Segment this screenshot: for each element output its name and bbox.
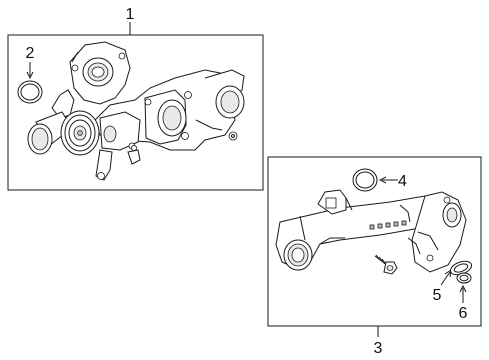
callout-4-label: 4	[398, 173, 407, 190]
water-pump-frame	[7, 34, 264, 191]
pipe-o-ring-inner	[355, 171, 375, 189]
pipe-outlet-port-bore	[446, 207, 458, 223]
pipe-vent-3	[385, 222, 391, 228]
pipe-bracket-rib	[345, 197, 353, 211]
thermostat-bolt-right	[118, 52, 126, 60]
coolant-pipe-group-box	[267, 156, 482, 327]
seal-outer	[456, 272, 472, 284]
lower-sensor-bolt	[130, 144, 137, 151]
pulley-center	[77, 130, 83, 136]
pulley-groove-1	[64, 114, 96, 152]
pulley-groove-2	[68, 119, 92, 147]
thermostat-outlet-inner	[91, 66, 105, 78]
lower-sensor-boss	[127, 149, 141, 165]
callout-5-label: 5	[433, 287, 442, 304]
gasket	[449, 260, 473, 276]
bolt-head-socket	[386, 265, 394, 271]
rear-body-rib	[195, 119, 223, 131]
callout-6-arrowhead	[459, 284, 467, 293]
pump-o-ring	[17, 80, 43, 104]
callout-2: 2	[26, 45, 35, 80]
thermostat-bolt-left	[71, 64, 79, 72]
pipe-tube-edge	[319, 237, 345, 245]
callout-4-arrowhead	[378, 176, 387, 184]
pipe-o-ring	[352, 168, 378, 192]
pipe-inlet-inner	[291, 247, 305, 263]
callout-4: 4	[378, 173, 407, 190]
pipe-upper-rib	[399, 204, 411, 223]
callout-6: 6	[459, 284, 468, 322]
coolant-pipe-assembly	[275, 189, 467, 273]
pump-o-ring-inner	[20, 83, 40, 101]
rear-outlet-bore	[220, 90, 240, 114]
seal-inner	[459, 274, 469, 282]
water-pump-assembly	[27, 41, 245, 181]
callout-2-arrowhead	[26, 71, 34, 80]
callout-5-leader	[440, 271, 451, 286]
housing-bolt-top	[184, 91, 192, 99]
bolt	[374, 254, 398, 275]
bolt-thread	[375, 254, 387, 265]
callout-1: 1	[126, 6, 135, 35]
callout-2-label: 2	[26, 45, 35, 62]
pipe-bracket-slot	[325, 197, 337, 209]
gasket-inner	[453, 263, 469, 273]
pipe-outlet-bolt-lower	[426, 254, 434, 262]
rear-mount-hole	[230, 133, 235, 138]
pipe-vent-5	[401, 220, 407, 226]
callout-6-label: 6	[459, 305, 468, 322]
pipe-outlet-rib	[417, 231, 439, 251]
callout-5: 5	[433, 268, 452, 304]
pipe-outlet-bolt-upper	[443, 196, 451, 204]
pipe-vent-4	[393, 221, 399, 227]
pipe-outlet-edge	[407, 237, 421, 255]
coolant-pipe-frame	[267, 156, 482, 327]
housing-bolt-bottom	[181, 132, 189, 140]
pipe-vent-2	[377, 223, 383, 229]
seal	[456, 272, 472, 284]
inlet-bore	[31, 127, 49, 151]
lower-bracket-hole	[97, 172, 105, 180]
housing-bolt-left	[144, 98, 152, 106]
thermostat-rib	[71, 51, 79, 63]
callout-3-label: 3	[374, 340, 383, 357]
pipe-vent-1	[369, 224, 375, 230]
pump-impeller-cover-inner	[162, 105, 182, 131]
bearing-shaft	[103, 125, 117, 143]
water-pump-group-box	[7, 34, 264, 191]
pipe-tube-seam	[299, 215, 306, 241]
callout-3: 3	[374, 326, 383, 357]
callout-1-label: 1	[126, 6, 135, 23]
